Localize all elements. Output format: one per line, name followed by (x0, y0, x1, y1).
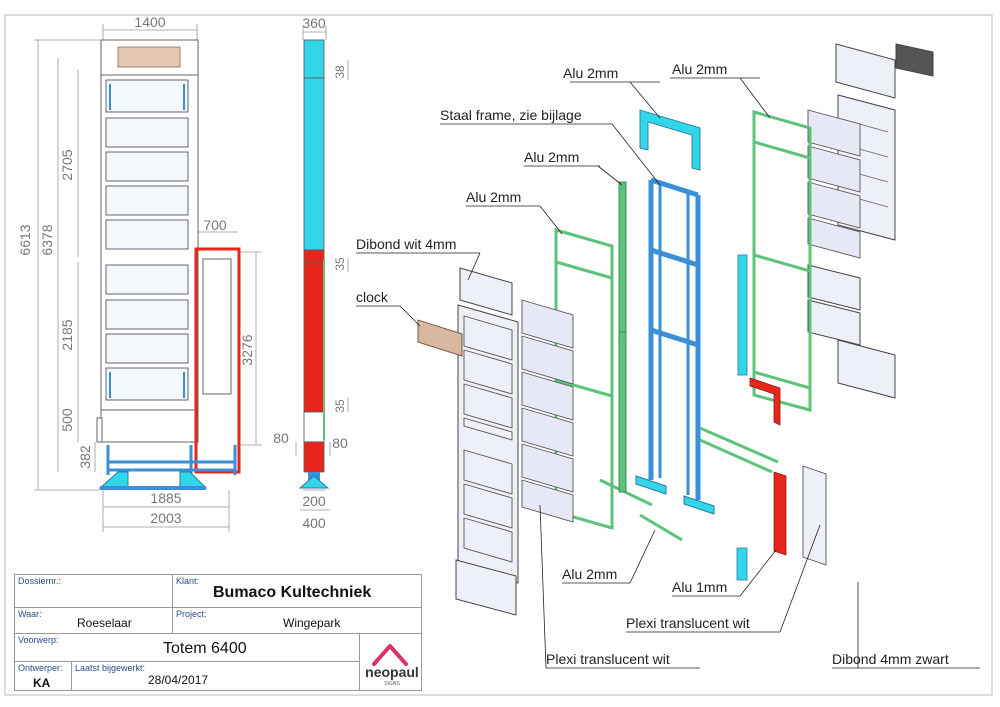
company-logo: neopaul SIGNS (360, 634, 421, 690)
label-alu-top-b: Alu 2mm (672, 61, 727, 77)
label-alu-1mm: Alu 1mm (672, 579, 727, 595)
side-view: 360 38 35 35 80 80 200 400 (273, 15, 349, 531)
client-cell: Klant: Bumaco Kultechniek (173, 575, 421, 608)
project-caption: Project: (176, 609, 207, 619)
dim-gap-low: 35 (333, 399, 347, 413)
modified-value: 28/04/2017 (148, 673, 209, 687)
dim-clock-width: 700 (203, 217, 227, 233)
label-dibond-white: Dibond wit 4mm (356, 236, 456, 252)
dim-gap-mid: 35 (333, 257, 347, 271)
subject-cell: Voorwerp: Totem 6400 (15, 634, 360, 662)
modified-caption: Laatst bijgewerkt: (75, 663, 146, 673)
logo-sub: SIGNS (384, 681, 400, 687)
designer-caption: Ontwerper: (18, 663, 63, 673)
subject-caption: Voorwerp: (18, 635, 59, 645)
exploded-view: Alu 2mm Alu 2mm Staal frame, zie bijlage… (356, 43, 980, 669)
dim-width-total: 2003 (150, 510, 181, 526)
logo-mark-icon (372, 644, 408, 666)
dim-foot-left: 80 (273, 430, 289, 446)
designer-value: KA (33, 676, 51, 690)
label-clock: clock (356, 289, 389, 305)
dim-height-upper: 2705 (59, 149, 75, 180)
dim-height-base: 500 (59, 408, 75, 432)
subject-value: Totem 6400 (163, 640, 247, 657)
dim-height-inner: 6378 (39, 224, 55, 255)
project-value: Wingepark (283, 616, 341, 630)
dim-width-base: 1885 (150, 490, 181, 506)
dim-gap-top: 38 (333, 65, 347, 79)
dossier-cell: Dossiernr.: (15, 575, 173, 608)
label-steel-frame: Staal frame, zie bijlage (440, 107, 582, 123)
label-plexi-bottom: Plexi translucent wit (546, 651, 670, 667)
label-alu-top-a: Alu 2mm (563, 65, 618, 81)
dossier-caption: Dossiernr.: (18, 576, 62, 586)
label-alu-left: Alu 2mm (466, 189, 521, 205)
dim-clock-height: 3276 (239, 334, 255, 365)
dim-height-mid: 2185 (59, 319, 75, 350)
where-caption: Waar: (18, 609, 42, 619)
title-block: Dossiernr.: Klant: Bumaco Kultechniek Wa… (14, 574, 422, 691)
label-plexi-right: Plexi translucent wit (626, 615, 750, 631)
label-alu-bottom: Alu 2mm (562, 566, 617, 582)
client-caption: Klant: (176, 576, 200, 586)
dim-foot-right: 80 (332, 435, 348, 451)
dim-base-outer: 400 (302, 515, 326, 531)
label-dibond-black: Dibond 4mm zwart (832, 651, 949, 667)
client-value: Bumaco Kultechniek (213, 584, 372, 601)
dim-height-foot: 382 (77, 445, 93, 469)
sheet-border (4, 14, 993, 696)
logo-panel-front (117, 46, 181, 68)
front-view: 1400 6613 6378 2705 2185 500 382 700 327… (17, 14, 262, 532)
dim-width-top: 1400 (134, 14, 165, 30)
dim-depth-top: 360 (302, 15, 326, 31)
modified-cell: Laatst bijgewerkt: 28/04/2017 (72, 662, 360, 690)
dim-base-inner: 200 (302, 493, 326, 509)
label-alu-mid: Alu 2mm (524, 149, 579, 165)
designer-cell: Ontwerper: KA (15, 662, 72, 690)
project-cell: Project: Wingepark (173, 608, 421, 634)
where-value: Roeselaar (77, 616, 132, 630)
where-cell: Waar: Roeselaar (15, 608, 173, 634)
dim-height-total: 6613 (17, 224, 33, 255)
logo-text: neopaul (365, 664, 419, 680)
